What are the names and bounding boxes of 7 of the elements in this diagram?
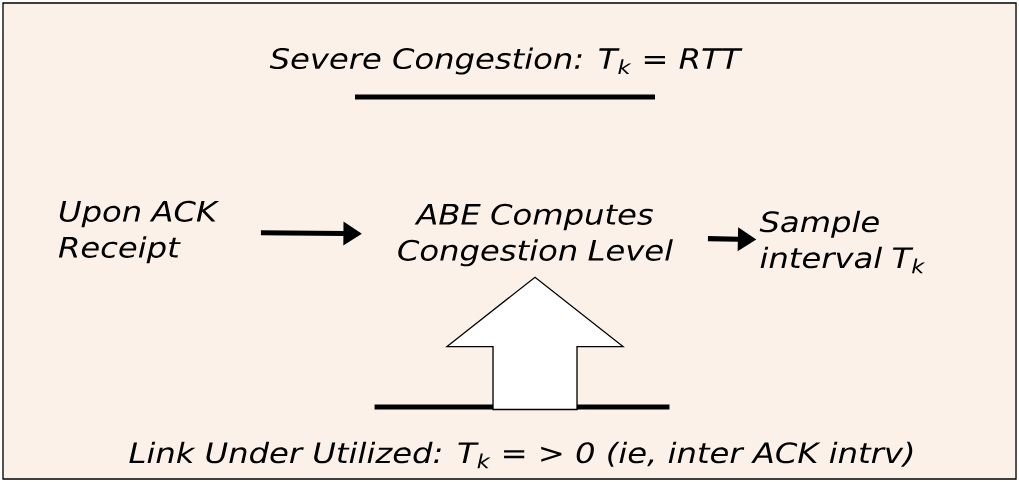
caption-text: Severe Congestion: T$_{k}$ = RTT (269, 47, 743, 75)
caption-text: Link Under Utilized: T$_{k}$ = > 0 (ie, inter ACK intrv) (129, 441, 913, 469)
node-text: ABE Computes Congestion Level (398, 203, 673, 267)
node-text: Sample interval T$_{k}$ (759, 210, 926, 274)
bar (355, 94, 655, 100)
block-arrow (445, 276, 625, 411)
node-text: Upon ACK Receipt (58, 200, 220, 264)
